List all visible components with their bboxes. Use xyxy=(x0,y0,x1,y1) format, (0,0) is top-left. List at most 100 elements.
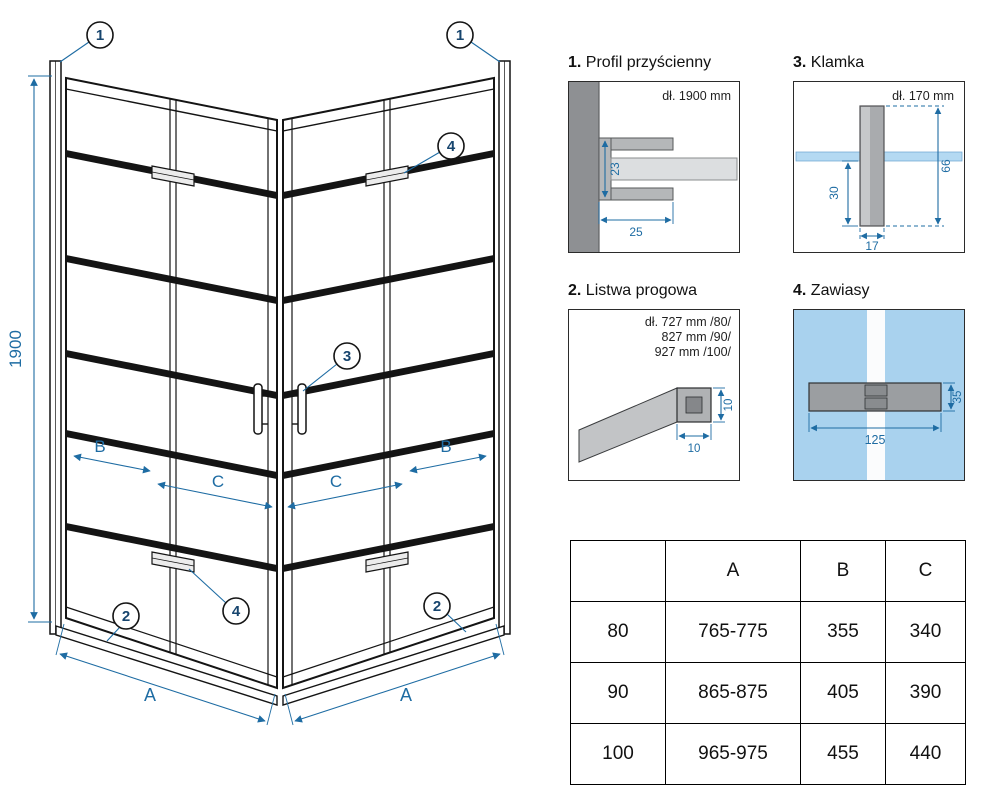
size-label: 100 xyxy=(570,723,666,785)
size-table-row-100: 100 965-975 455 440 xyxy=(570,723,966,785)
dim-b-label-left: B xyxy=(94,437,105,456)
callout-2-right: 2 xyxy=(423,592,467,633)
panel-listwa-name: Listwa progowa xyxy=(585,282,697,299)
panel-zawiasy: 4. Zawiasy xyxy=(793,282,965,481)
callout-4-top-label: 4 xyxy=(447,138,456,155)
panel-profil-number: 1. xyxy=(568,54,582,71)
panel-klamka-diagram: dł. 170 mm 66 30 17 xyxy=(793,81,965,253)
door-handles xyxy=(253,383,307,435)
listwa-length-90-label: 827 mm /90/ xyxy=(662,330,732,344)
shower-enclosure-drawing: 1900 A A B C C B xyxy=(6,21,511,726)
listwa-detail-drawing: dł. 727 mm /80/ 827 mm /90/ 927 mm /100/… xyxy=(578,315,735,463)
listwa-length-100-label: 927 mm /100/ xyxy=(655,345,732,359)
panel-listwa-diagram: dł. 727 mm /80/ 827 mm /90/ 927 mm /100/… xyxy=(568,309,740,481)
wall-profile-right xyxy=(498,60,511,635)
klamka-length-label: dł. 170 mm xyxy=(892,89,954,103)
panel-profil-name: Profil przyścienny xyxy=(585,54,712,71)
size-label: 80 xyxy=(570,601,666,663)
dim-profil-depth: 23 xyxy=(601,140,622,198)
dim-c-label-right: C xyxy=(330,472,342,491)
klamka-width-label: 17 xyxy=(865,239,879,252)
panel-zawiasy-diagram: 125 35 xyxy=(793,309,965,481)
profil-width-label: 25 xyxy=(629,225,643,239)
dim-b-left: B xyxy=(73,437,151,474)
klamka-offset-label: 30 xyxy=(827,186,841,200)
dim-c-left: C xyxy=(157,472,273,510)
dim-b-label-right: B xyxy=(440,437,451,456)
threshold-tube xyxy=(578,387,712,463)
profil-detail-drawing: dł. 1900 mm 23 25 xyxy=(569,82,738,252)
listwa-length-80-label: dł. 727 mm /80/ xyxy=(645,315,732,329)
value-c: 340 xyxy=(885,601,966,663)
panel-listwa-title: 2. Listwa progowa xyxy=(568,282,740,300)
dim-klamka-height: 66 xyxy=(886,105,953,227)
dim-width-left: A xyxy=(55,623,276,726)
listwa-width-label: 10 xyxy=(688,443,701,455)
height-dim-label: 1900 xyxy=(6,330,25,368)
value-b: 355 xyxy=(800,601,886,663)
profil-length-label: dł. 1900 mm xyxy=(662,89,731,103)
panel-zawiasy-number: 4. xyxy=(793,282,807,299)
panel-klamka-name: Klamka xyxy=(810,54,865,71)
hinge-body xyxy=(808,382,942,412)
dim-listwa-width: 10 xyxy=(676,424,712,455)
size-table-header-empty xyxy=(570,540,666,602)
dim-c-right: C xyxy=(287,472,403,510)
zawiasy-detail-drawing: 125 35 xyxy=(794,310,964,480)
dim-profil-width: 25 xyxy=(598,202,674,239)
size-table-row-80: 80 765-775 355 340 xyxy=(570,601,966,663)
size-table: A B C 80 765-775 355 340 90 865-875 405 … xyxy=(570,540,966,785)
callout-4-bottom: 4 xyxy=(188,568,250,625)
callout-2-left: 2 xyxy=(106,602,140,642)
callout-2-left-label: 2 xyxy=(122,608,130,625)
handle-body xyxy=(859,105,885,227)
size-label: 90 xyxy=(570,662,666,724)
callout-3-label: 3 xyxy=(343,348,351,365)
panel-klamka: 3. Klamka dł. 170 mm xyxy=(793,54,965,253)
value-b: 405 xyxy=(800,662,886,724)
wall-profile-left xyxy=(49,60,62,635)
width-dim-label-left: A xyxy=(144,685,156,705)
dim-klamka-width: 17 xyxy=(859,228,885,253)
zawiasy-width-label: 125 xyxy=(865,433,886,447)
value-c: 440 xyxy=(885,723,966,785)
value-a: 965-975 xyxy=(665,723,801,785)
dim-b-right: B xyxy=(409,437,487,474)
dim-width-right: A xyxy=(284,623,505,726)
size-table-header-row: A B C xyxy=(570,540,966,602)
panel-listwa: 2. Listwa progowa dł. 727 mm /80/ 827 mm… xyxy=(568,282,740,481)
callout-3: 3 xyxy=(302,342,361,392)
panel-zawiasy-name: Zawiasy xyxy=(810,282,870,299)
callout-4-top: 4 xyxy=(403,132,465,174)
klamka-height-label: 66 xyxy=(939,159,953,173)
mullion-bars-right xyxy=(283,150,494,572)
panel-klamka-number: 3. xyxy=(793,54,807,71)
size-table-header-a: A xyxy=(665,540,801,602)
callout-4-bottom-label: 4 xyxy=(232,603,241,620)
dim-klamka-offset: 30 xyxy=(827,160,858,227)
value-a: 865-875 xyxy=(665,662,801,724)
dim-listwa-height: 10 xyxy=(713,387,735,423)
dim-zawiasy-width: 125 xyxy=(808,413,942,447)
value-c: 390 xyxy=(885,662,966,724)
panel-listwa-number: 2. xyxy=(568,282,582,299)
wall-section xyxy=(569,82,600,252)
listwa-height-label: 10 xyxy=(723,399,735,412)
callout-1-right-label: 1 xyxy=(456,27,464,44)
zawiasy-height-label: 35 xyxy=(952,391,964,404)
panel-zawiasy-title: 4. Zawiasy xyxy=(793,282,965,300)
width-dim-label-right: A xyxy=(400,685,412,705)
panel-profil-title: 1. Profil przyścienny xyxy=(568,54,740,72)
hinge-bracket-bottom-left xyxy=(151,551,195,573)
panel-profil: 1. Profil przyścienny xyxy=(568,54,740,253)
size-table-header-b: B xyxy=(800,540,886,602)
panel-profil-diagram: dł. 1900 mm 23 25 xyxy=(568,81,740,253)
klamka-detail-drawing: dł. 170 mm 66 30 17 xyxy=(795,89,963,253)
callout-1-left: 1 xyxy=(59,21,114,63)
dim-c-label-left: C xyxy=(212,472,224,491)
glass-wall-right xyxy=(282,76,495,690)
size-table-row-90: 90 865-875 405 390 xyxy=(570,662,966,724)
hinge-bracket-top-right xyxy=(365,165,409,187)
value-b: 455 xyxy=(800,723,886,785)
